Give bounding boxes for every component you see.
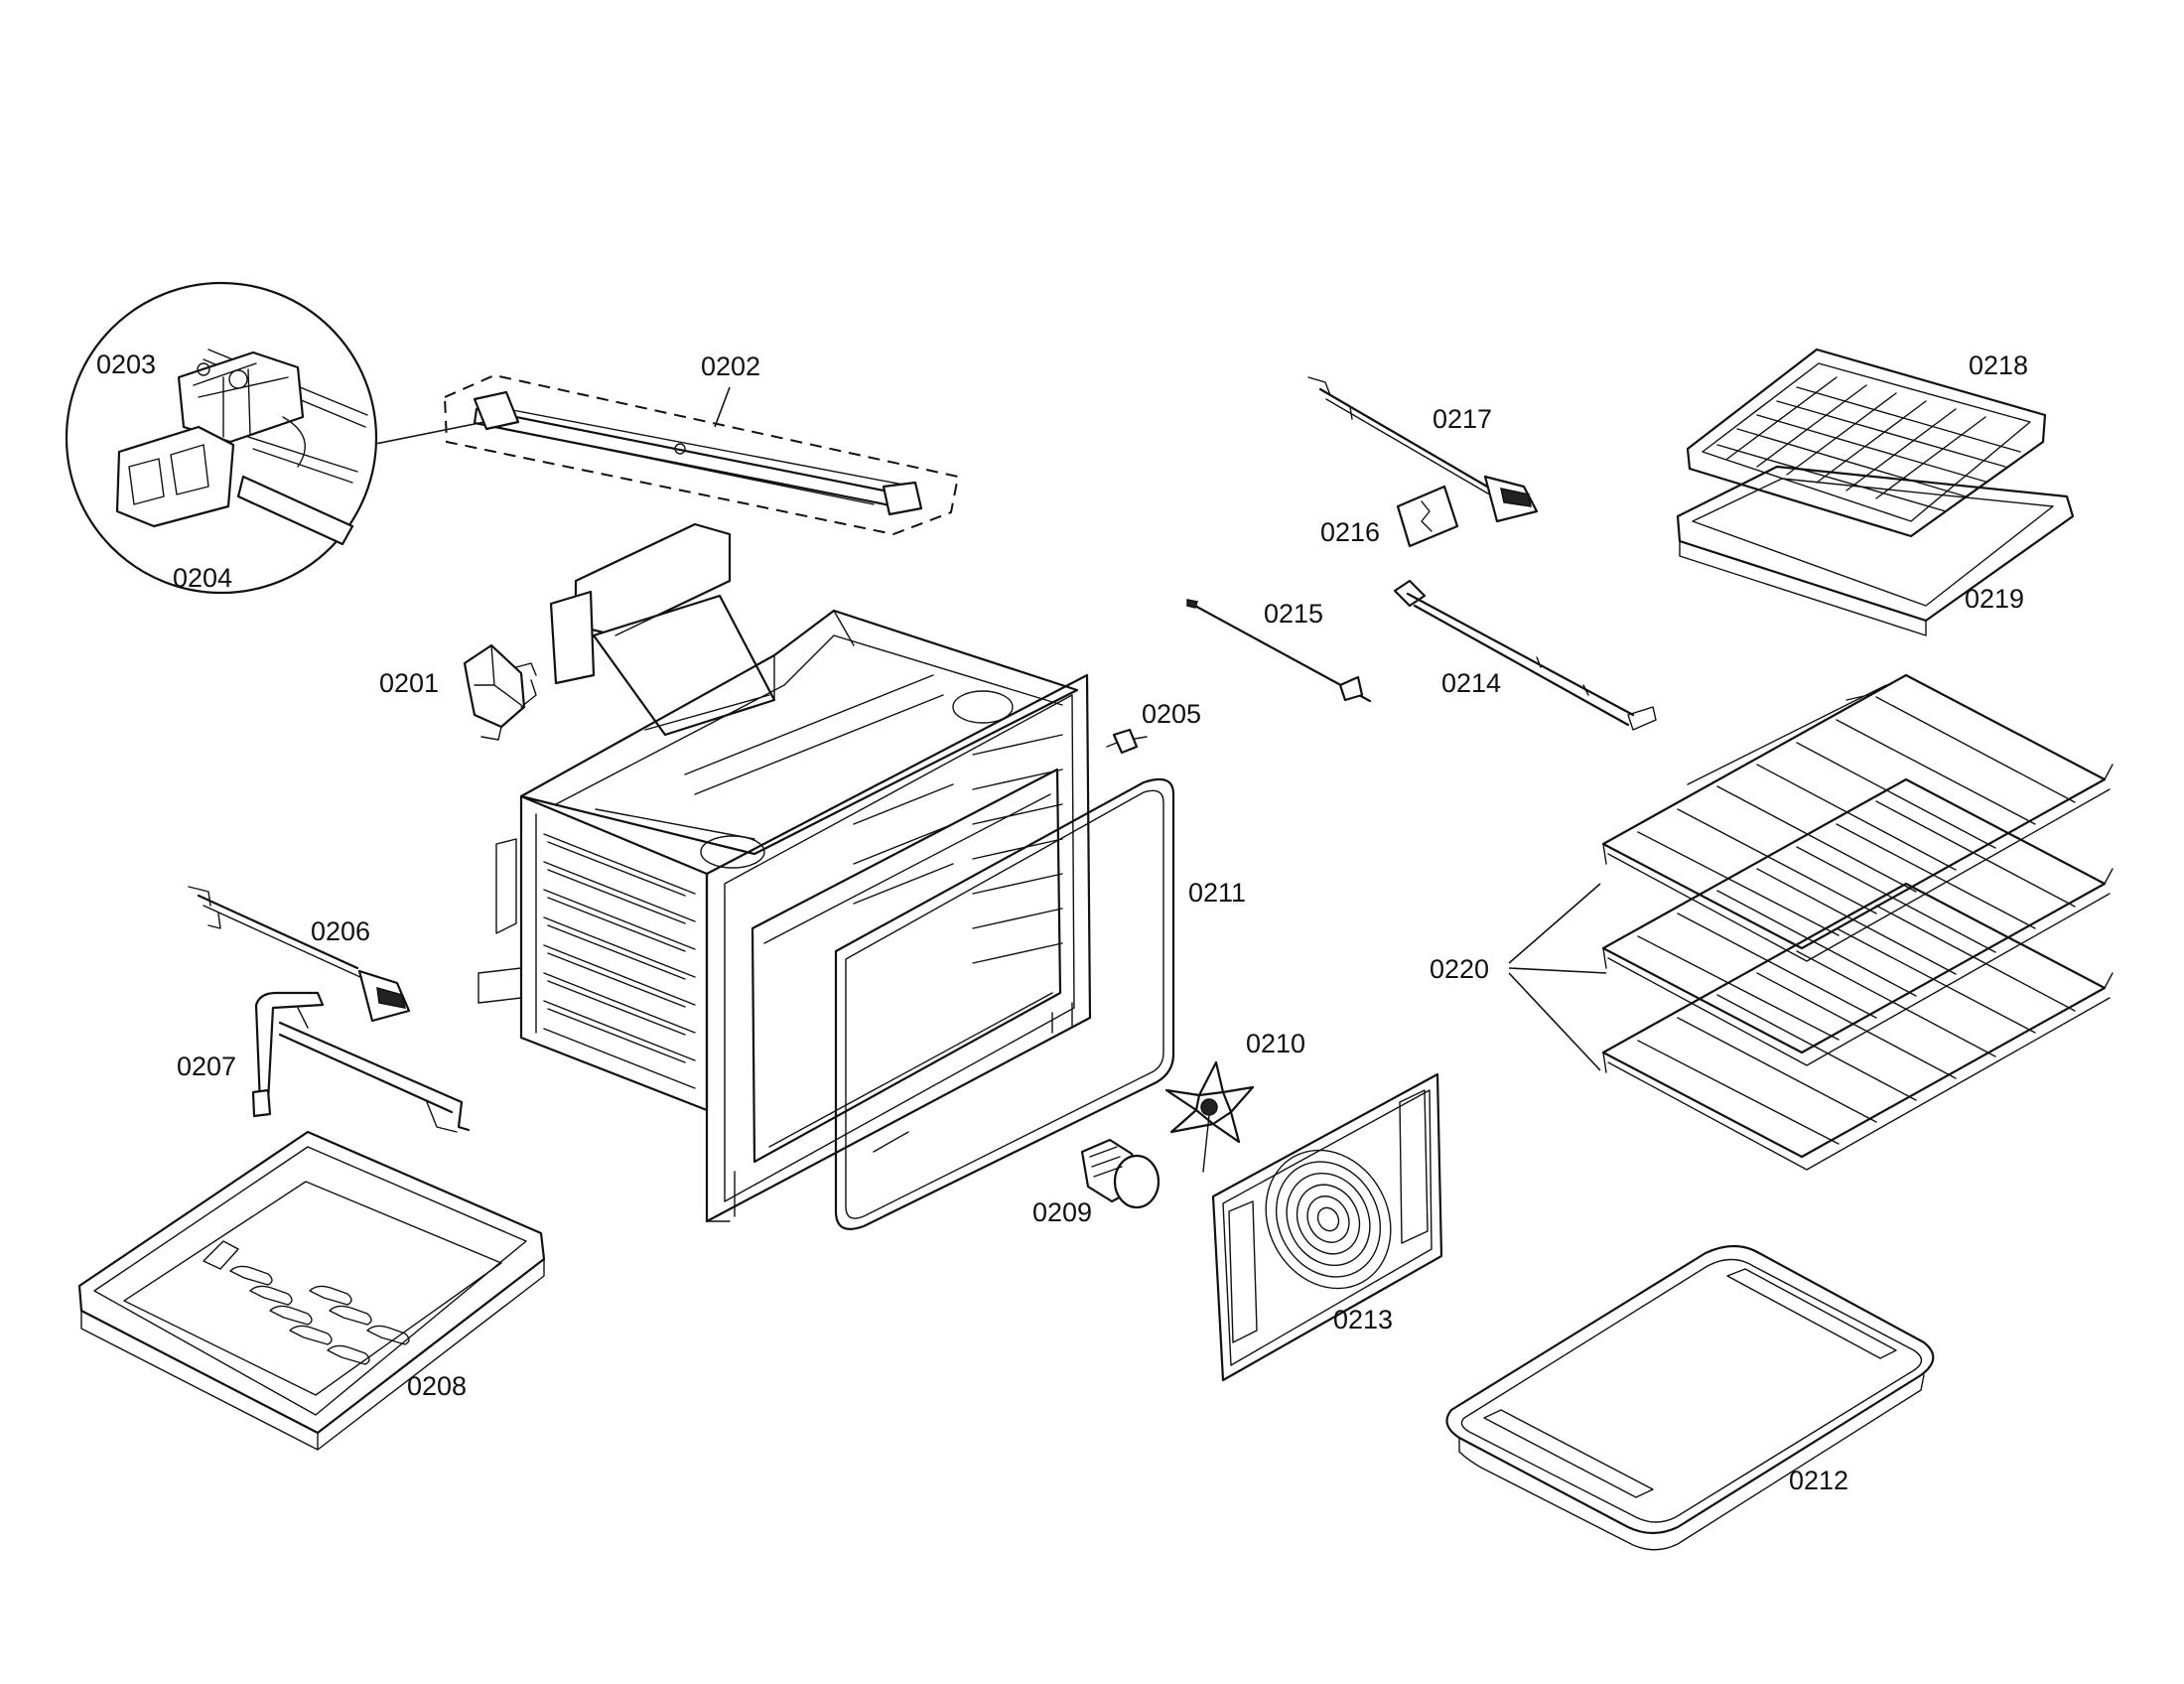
label-0208: 0208	[407, 1371, 467, 1401]
callout-labels: 0201 0202 0203 0204 0205 0206 0207 0208 …	[96, 350, 2028, 1495]
leader-0202	[714, 386, 731, 428]
label-0216: 0216	[1320, 517, 1380, 547]
label-0211: 0211	[1188, 878, 1246, 908]
part-0212-panel	[1445, 1244, 1935, 1551]
label-0209: 0209	[1032, 1197, 1092, 1227]
part-0220-racks	[1601, 673, 2114, 1171]
label-0218: 0218	[1969, 351, 2028, 380]
leader-detail-to-0202	[374, 421, 485, 445]
part-0217-wire	[1307, 376, 1539, 523]
part-0218-grill	[1686, 348, 2047, 538]
label-0207: 0207	[177, 1052, 236, 1081]
part-0211-gasket	[834, 777, 1175, 1230]
label-0217: 0217	[1433, 404, 1492, 434]
label-0214: 0214	[1441, 668, 1501, 698]
label-0206: 0206	[311, 916, 370, 946]
rack-top	[1601, 673, 2114, 962]
label-0202: 0202	[701, 351, 760, 381]
part-0207-bracket	[251, 991, 471, 1133]
part-0216-clip	[1396, 485, 1459, 548]
part-0209-light	[1080, 1138, 1160, 1209]
part-0208-pan	[77, 1130, 546, 1451]
oven-cavity	[478, 522, 1092, 1223]
rack-bottom	[1601, 882, 2114, 1171]
part-0210-fan-blade	[1164, 1060, 1255, 1173]
part-0202-latch-bar	[443, 373, 960, 536]
part-0219-tray	[1676, 465, 2075, 636]
rack-middle	[1601, 777, 2114, 1066]
label-0212: 0212	[1789, 1466, 1848, 1495]
label-0215: 0215	[1264, 599, 1323, 629]
leaders-0220	[1508, 883, 1607, 1071]
part-0205-sensor	[1106, 728, 1148, 755]
label-0201: 0201	[379, 668, 439, 698]
part-0215-probe	[1186, 599, 1372, 703]
label-0220: 0220	[1430, 954, 1489, 984]
part-0213-back-panel	[1211, 1072, 1443, 1382]
label-0210: 0210	[1246, 1029, 1305, 1058]
label-0205: 0205	[1142, 699, 1201, 729]
detail-circle-latch	[65, 281, 378, 595]
label-0204: 0204	[173, 563, 232, 593]
label-0219: 0219	[1965, 584, 2024, 614]
label-0213: 0213	[1333, 1305, 1393, 1334]
part-0201-bracket	[463, 643, 537, 741]
part-0206-wire	[188, 886, 411, 1023]
label-0203: 0203	[96, 350, 156, 379]
part-0214-element	[1393, 579, 1657, 731]
